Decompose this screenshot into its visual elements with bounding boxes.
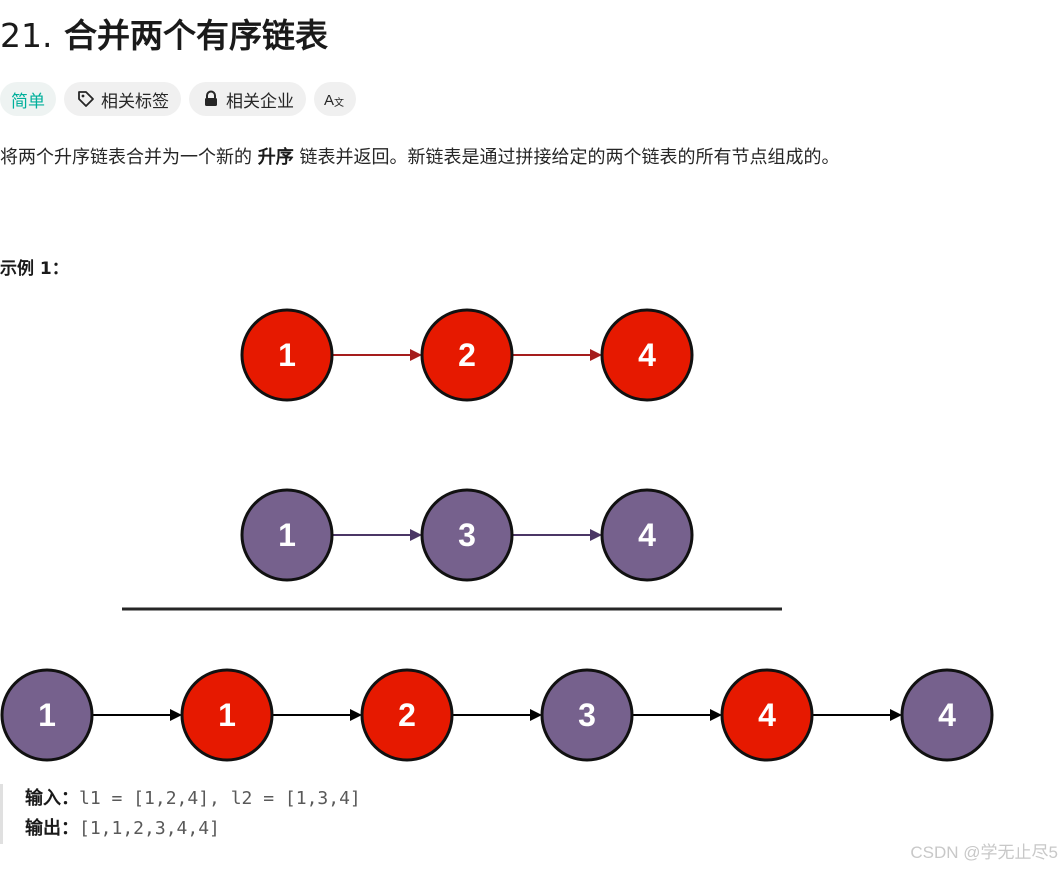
list1-node-label: 1 bbox=[278, 337, 296, 373]
list2-node bbox=[240, 488, 334, 582]
list1-node-label: 2 bbox=[458, 337, 476, 373]
merged-node bbox=[900, 668, 994, 762]
list1-node bbox=[240, 308, 334, 402]
input-value: l1 = [1,2,4], l2 = [1,3,4] bbox=[79, 788, 361, 809]
input-label: 输入： bbox=[25, 788, 79, 809]
description-text: 将两个升序链表合并为一个新的 bbox=[0, 147, 252, 168]
merged-node-label: 3 bbox=[578, 697, 596, 733]
list2-row: 1 3 4 bbox=[240, 488, 694, 582]
list2-node-label: 3 bbox=[458, 517, 476, 553]
merged-node bbox=[360, 668, 454, 762]
example-input-line: 输入：l1 = [1,2,4], l2 = [1,3,4] bbox=[25, 784, 361, 814]
translate-icon: A 文 bbox=[324, 89, 346, 109]
problem-number: 21. bbox=[0, 16, 53, 55]
list1-node bbox=[600, 308, 694, 402]
merged-node bbox=[720, 668, 814, 762]
merged-node bbox=[540, 668, 634, 762]
merged-node-label: 4 bbox=[938, 697, 956, 733]
problem-description: 将两个升序链表合并为一个新的 升序 链表并返回。新链表是通过拼接给定的两个链表的… bbox=[0, 143, 839, 173]
tag-bar: 简单 相关标签 相关企业 A 文 bbox=[0, 82, 356, 116]
description-emphasis: 升序 bbox=[257, 147, 294, 168]
description-text-rest: 链表并返回。新链表是通过拼接给定的两个链表的所有节点组成的。 bbox=[299, 147, 840, 168]
merged-row: 1 1 2 3 4 4 bbox=[0, 668, 994, 762]
difficulty-label: 简单 bbox=[11, 91, 45, 112]
linked-list-diagram: 1 2 4 1 3 4 1 1 2 3 4 4 bbox=[0, 308, 994, 762]
example-io-block: 输入：l1 = [1,2,4], l2 = [1,3,4] 输出：[1,1,2,… bbox=[0, 784, 361, 844]
merged-node bbox=[0, 668, 94, 762]
translate-button[interactable]: A 文 bbox=[314, 82, 356, 116]
example-title: 示例 1： bbox=[0, 259, 69, 279]
merged-node-label: 2 bbox=[398, 697, 416, 733]
problem-title: 21. 合并两个有序链表 bbox=[0, 14, 328, 58]
list2-node-label: 4 bbox=[638, 517, 656, 553]
tag-icon bbox=[76, 89, 96, 109]
merged-node bbox=[180, 668, 274, 762]
output-label: 输出： bbox=[25, 818, 79, 839]
list2-node bbox=[420, 488, 514, 582]
related-tags-label: 相关标签 bbox=[101, 91, 169, 112]
list2-node bbox=[600, 488, 694, 582]
output-value: [1,1,2,3,4,4] bbox=[79, 818, 220, 839]
problem-title-text: 合并两个有序链表 bbox=[63, 16, 328, 55]
list1-row: 1 2 4 bbox=[240, 308, 694, 402]
list1-node-label: 4 bbox=[638, 337, 656, 373]
list2-node-label: 1 bbox=[278, 517, 296, 553]
related-tags-button[interactable]: 相关标签 bbox=[64, 82, 181, 116]
svg-text:文: 文 bbox=[334, 96, 344, 108]
merged-node-label: 1 bbox=[218, 697, 236, 733]
related-companies-button[interactable]: 相关企业 bbox=[189, 82, 306, 116]
lock-icon bbox=[201, 89, 221, 109]
list1-node bbox=[420, 308, 514, 402]
related-companies-label: 相关企业 bbox=[226, 91, 294, 112]
svg-text:A: A bbox=[324, 92, 334, 108]
watermark: CSDN @学无止尽5 bbox=[910, 843, 1058, 862]
merged-node-label: 4 bbox=[758, 697, 776, 733]
difficulty-badge[interactable]: 简单 bbox=[0, 82, 56, 116]
merged-node-label: 1 bbox=[38, 697, 56, 733]
example-output-line: 输出：[1,1,2,3,4,4] bbox=[25, 814, 361, 844]
